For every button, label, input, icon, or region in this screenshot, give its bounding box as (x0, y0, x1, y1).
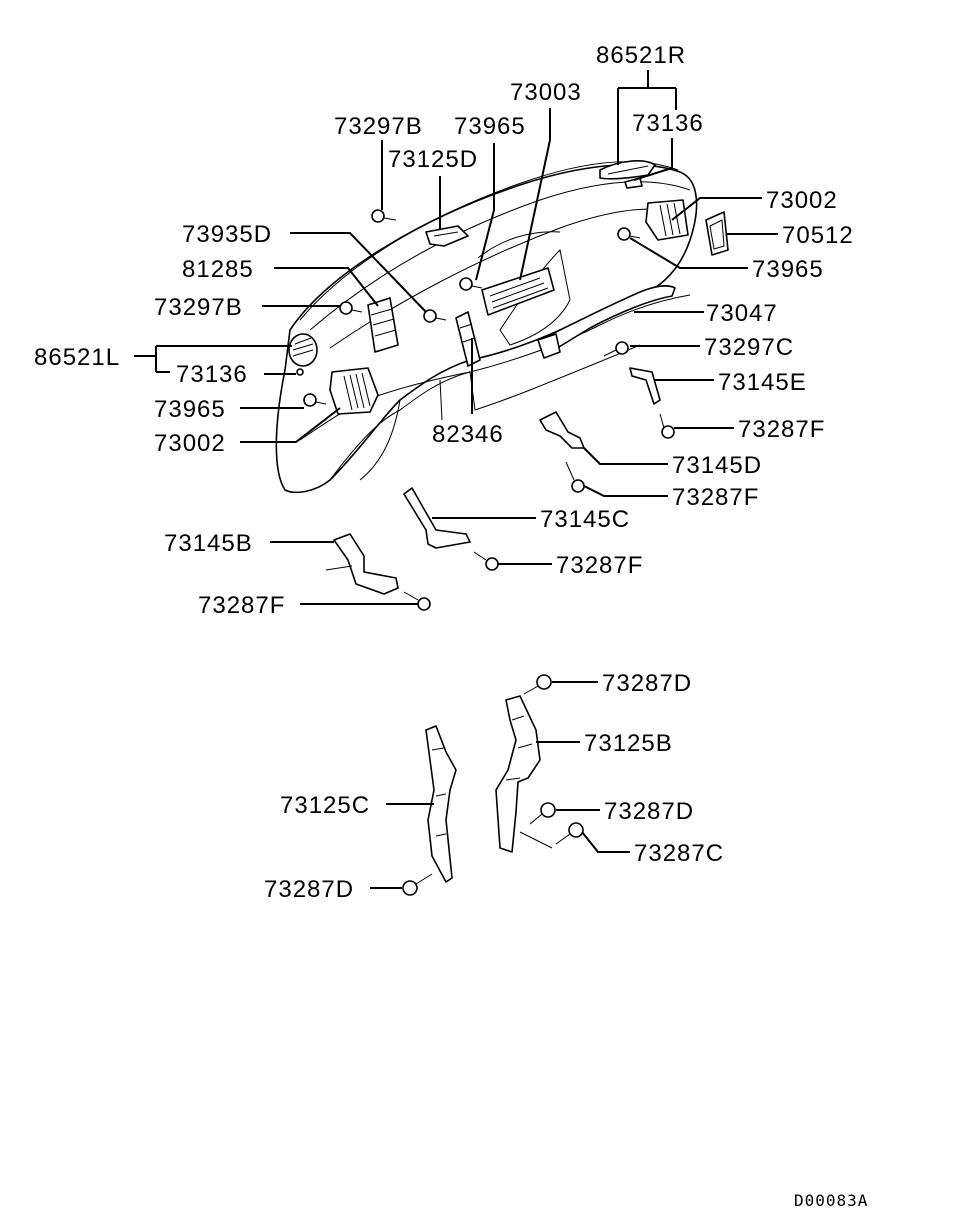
cluster-hood-73003 (481, 267, 555, 316)
label-73002-right: 73002 (766, 187, 838, 214)
clip-73965-top (459, 277, 483, 291)
vent-81285 (367, 297, 399, 353)
bracket-73145E (629, 367, 661, 405)
bolt-73287F-1 (659, 413, 675, 439)
leader-lines (134, 70, 778, 889)
bolt-73287D-top (523, 674, 552, 695)
label-73297C-top: 73297C (704, 334, 794, 361)
side-vent-right (645, 199, 689, 241)
side-vent-left (329, 367, 379, 415)
label-73145D: 73145D (672, 452, 762, 479)
label-73145E: 73145E (718, 369, 807, 396)
label-73287F-1: 73287F (738, 416, 825, 443)
clip-73297B-top (371, 209, 397, 223)
label-73145B: 73145B (164, 530, 253, 557)
bracket-73145C (403, 487, 471, 549)
label-73136-top: 73136 (632, 110, 704, 137)
label-73125B: 73125B (584, 730, 673, 757)
cover-70512 (705, 211, 729, 256)
label-86521R: 86521R (596, 42, 686, 69)
clip-73297C-top (603, 341, 629, 357)
bolt-73287D-bottom (402, 873, 433, 896)
fasteners (296, 209, 641, 407)
bolt-73287D-mid (529, 802, 556, 825)
label-73003: 73003 (510, 79, 582, 106)
bolt-73287F-4 (403, 591, 431, 611)
clip-73965-right (617, 227, 641, 241)
clip-73965-left (303, 393, 327, 407)
label-73287F-2: 73287F (672, 484, 759, 511)
bolt-73287F-3 (473, 551, 499, 571)
label-81285: 81285 (182, 256, 254, 283)
label-73287D-3: 73287D (264, 876, 354, 903)
label-73297B-top: 73297B (334, 113, 423, 140)
bolt-73287C-bottom (519, 822, 584, 849)
label-73297B-mid: 73297B (154, 294, 243, 321)
label-86521L: 86521L (34, 344, 120, 371)
label-73136-left: 73136 (176, 361, 248, 388)
clip-73136-left (296, 368, 304, 376)
label-73965-right: 73965 (752, 256, 824, 283)
label-73002-left: 73002 (154, 430, 226, 457)
reinforcement-73047 (537, 285, 676, 359)
clip-73297B-mid (339, 301, 363, 315)
label-73287F-3: 73287F (556, 552, 643, 579)
label-73287D-2: 73287D (604, 798, 694, 825)
label-73125D: 73125D (388, 146, 478, 173)
label-70512: 70512 (782, 222, 854, 249)
label-73965-left: 73965 (154, 396, 226, 423)
bracket-73145B (325, 533, 399, 595)
label-73287F-4: 73287F (198, 592, 285, 619)
label-82346: 82346 (432, 421, 504, 448)
defroster-grille-left (288, 333, 318, 367)
bracket-73125B (495, 695, 541, 853)
label-73965-top: 73965 (454, 113, 526, 140)
clip-73935D (423, 309, 447, 323)
label-73287D-1: 73287D (602, 670, 692, 697)
label-73287C-bottom: 73287C (634, 840, 724, 867)
part-labels: 86521R 73003 73136 73297B 73965 73125D 7… (34, 42, 868, 1210)
label-73047: 73047 (706, 300, 778, 327)
bracket-73125C (425, 725, 457, 883)
label-73145C: 73145C (540, 506, 630, 533)
drawing-code: D00083A (794, 1191, 868, 1210)
label-73935D: 73935D (182, 221, 272, 248)
bracket-73145D (539, 411, 585, 449)
label-73125C: 73125C (280, 792, 370, 819)
bracket-73125D (425, 225, 469, 247)
bolt-73287F-2 (565, 461, 585, 493)
